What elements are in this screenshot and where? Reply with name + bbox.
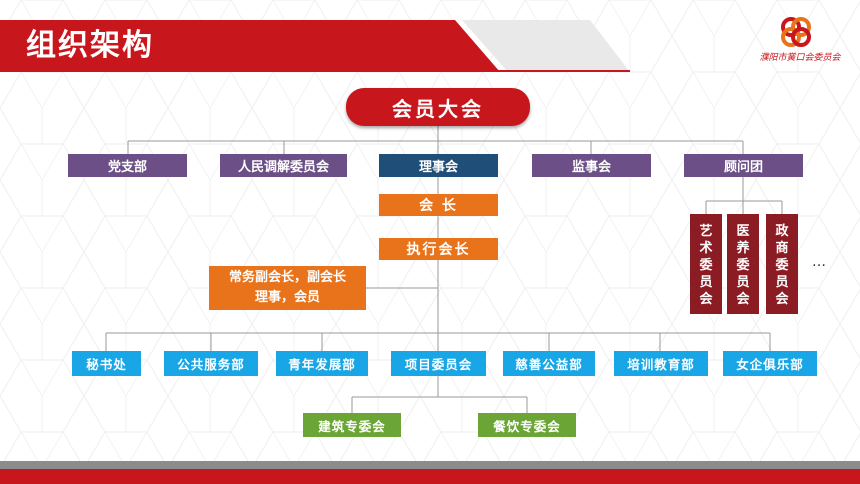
arts-char: 委 <box>699 257 713 273</box>
node-advisory-group: 顾问团 <box>684 154 803 177</box>
subcommittee-construction: 建筑专委会 <box>303 413 401 437</box>
arts-char: 会 <box>699 291 713 307</box>
more-committees-ellipsis: … <box>812 254 826 270</box>
node-general-assembly: 会员大会 <box>346 88 530 126</box>
dept-public-service: 公共服务部 <box>164 351 258 376</box>
dept-project-committee: 项目委员会 <box>391 351 486 376</box>
page-title: 组织架构 <box>26 28 154 63</box>
footer-stripe <box>0 461 860 484</box>
dept-charity: 慈善公益部 <box>503 351 595 376</box>
node-vice-presidents: 常务副会长，副会长 理事，会员 <box>209 266 366 310</box>
politics-char: 员 <box>775 274 789 290</box>
health-char: 养 <box>736 240 750 256</box>
dept-secretariat: 秘书处 <box>72 351 141 376</box>
health-char: 医 <box>736 223 750 239</box>
health-char: 委 <box>736 257 750 273</box>
title-banner <box>0 20 630 72</box>
politics-char: 会 <box>775 291 789 307</box>
node-executive-president: 执行会长 <box>379 238 498 260</box>
politics-char: 委 <box>775 257 789 273</box>
vice-line-1: 常务副会长，副会长 <box>228 270 346 285</box>
node-mediation-committee: 人民调解委员会 <box>220 154 347 177</box>
organization-name: 濮阳市黉口会委员会 <box>759 53 841 63</box>
node-arts-committee: 艺 术 委 员 会 <box>690 214 722 314</box>
dept-youth-development: 青年发展部 <box>276 351 368 376</box>
dept-training-education: 培训教育部 <box>614 351 708 376</box>
arts-char: 艺 <box>699 223 713 239</box>
vice-line-2: 理事，会员 <box>254 290 320 305</box>
dept-women-entrepreneurs: 女企俱乐部 <box>723 351 817 376</box>
arts-char: 术 <box>699 240 713 256</box>
politics-char: 商 <box>775 240 789 256</box>
interlocked-rings-logo-icon <box>781 17 811 47</box>
politics-char: 政 <box>775 223 789 239</box>
health-char: 会 <box>736 291 750 307</box>
node-president: 会 长 <box>379 194 498 216</box>
node-supervisory-board: 监事会 <box>532 154 651 177</box>
node-politics-business-committee: 政 商 委 员 会 <box>766 214 798 314</box>
node-party-branch: 党支部 <box>68 154 187 177</box>
subcommittee-catering: 餐饮专委会 <box>478 413 576 437</box>
node-council: 理事会 <box>379 154 498 177</box>
node-health-committee: 医 养 委 员 会 <box>727 214 759 314</box>
arts-char: 员 <box>699 274 713 290</box>
health-char: 员 <box>736 274 750 290</box>
